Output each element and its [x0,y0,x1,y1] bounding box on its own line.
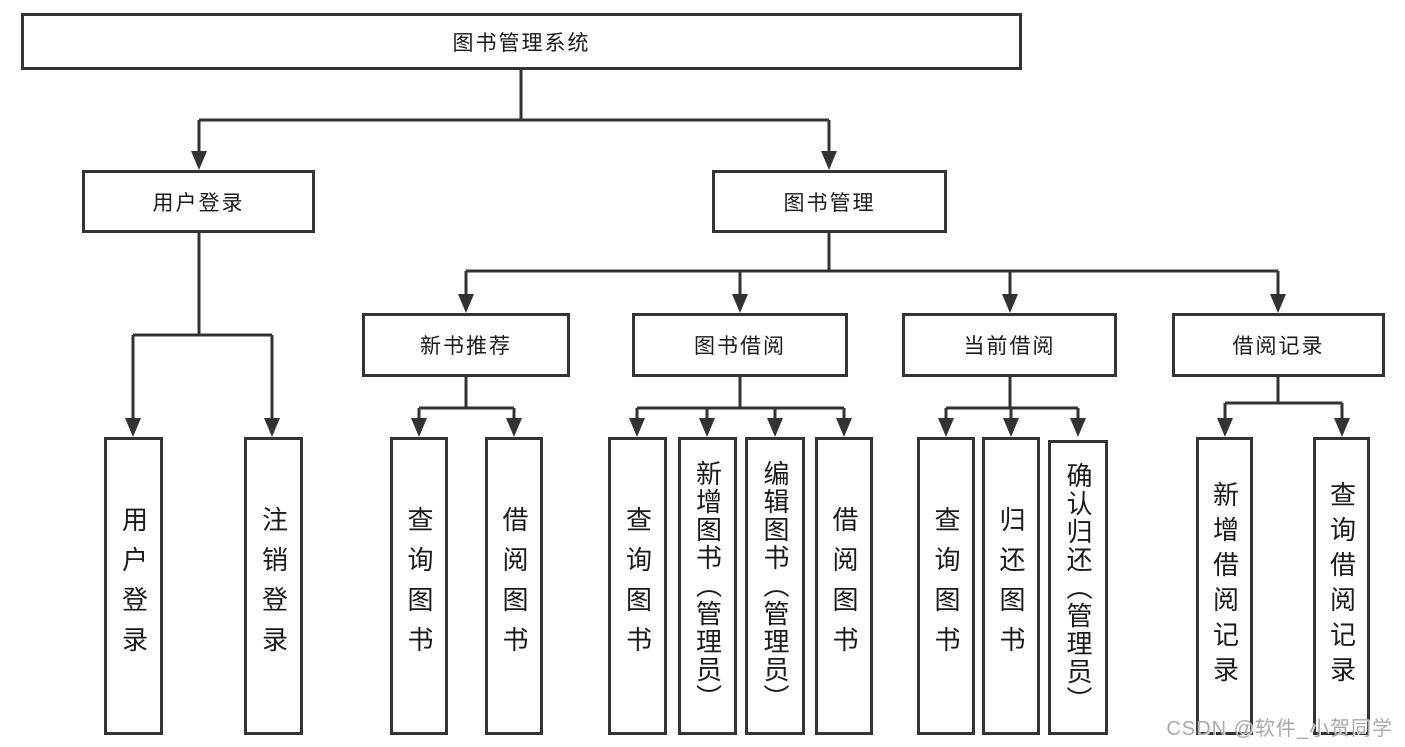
node-confirm-return-admin: 确认归还（管理员） [1048,440,1108,735]
node-user-login-action: 用户登录 [104,437,163,735]
node-add-books-admin: 新增图书（管理员） [678,437,737,735]
node-book-borrowing: 图书借阅 [632,313,848,377]
node-current-borrowing: 当前借阅 [902,313,1117,377]
node-add-borrow-record: 新增借阅记录 [1196,437,1253,735]
node-library-management-system: 图书管理系统 [21,13,1022,70]
node-borrow-books-recommend: 借阅图书 [485,437,543,735]
node-edit-books-admin: 编辑图书（管理员） [745,437,805,735]
node-query-books-borrowing: 查询图书 [608,437,667,735]
node-borrowing-records: 借阅记录 [1172,313,1385,377]
node-query-borrow-record: 查询借阅记录 [1313,437,1370,735]
arrowheads [125,151,1350,437]
node-logout-action: 注销登录 [244,437,303,735]
node-borrow-books-borrowing: 借阅图书 [815,437,873,735]
node-query-books-current: 查询图书 [917,437,975,735]
node-book-management: 图书管理 [712,170,947,233]
node-return-books: 归还图书 [982,437,1040,735]
node-user-login: 用户登录 [82,170,315,233]
node-query-books-recommend: 查询图书 [390,437,448,735]
node-new-book-recommendation: 新书推荐 [362,313,570,377]
